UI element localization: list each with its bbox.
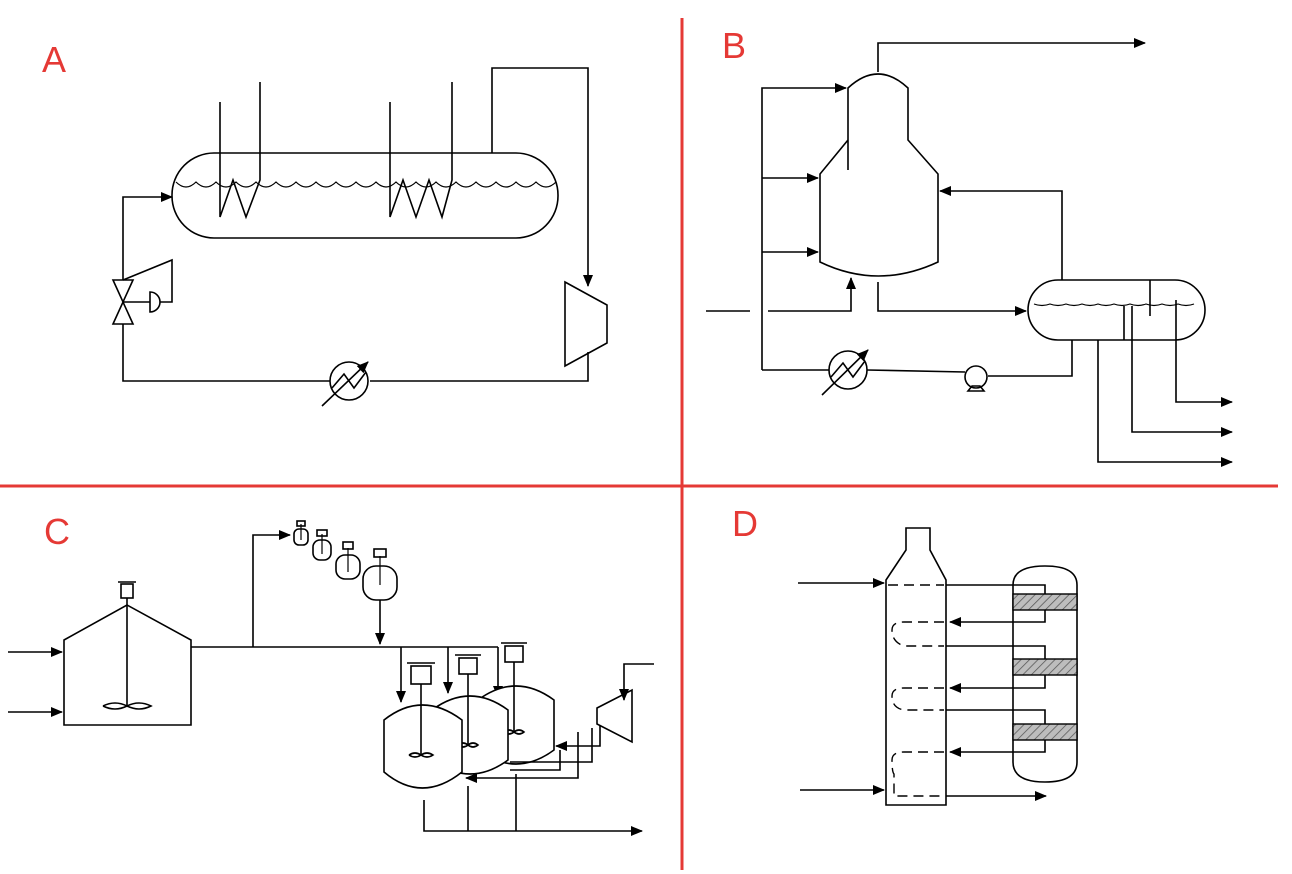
heating-coil-left (219, 82, 261, 220)
separator-vessel (1027, 279, 1206, 341)
heating-coil-right (389, 82, 453, 220)
valve-actuator (122, 258, 173, 313)
product-1 (1175, 300, 1233, 407)
small-tank-1 (293, 520, 309, 546)
small-tank-3 (335, 541, 361, 580)
tray-4 (891, 751, 944, 797)
overhead-vapor (877, 38, 1146, 72)
gas-distribution (555, 726, 601, 751)
gas-compressor (596, 688, 633, 744)
branch-to-small-tanks (252, 530, 291, 647)
quadrant-label-a: A (42, 39, 66, 80)
recycle-to-header (866, 369, 966, 373)
gas-distribution-2 (510, 728, 593, 763)
tray-3 (891, 687, 944, 711)
reflux-line (939, 186, 1063, 280)
reactor-1 (383, 662, 463, 789)
bottom-feed (768, 277, 856, 312)
side-draw-3 (946, 709, 1046, 724)
mixing-tank-motor (120, 583, 134, 599)
reactor-outlet-header (423, 800, 643, 836)
quadrant-b-column-system (706, 38, 1233, 467)
mixing-tank-impeller (102, 702, 153, 710)
quadrant-d-reactive-column (798, 527, 1078, 806)
evaporator-vessel (171, 152, 559, 239)
tray-2 (891, 621, 944, 647)
mixing-tank (63, 604, 192, 726)
pump-base (966, 385, 986, 392)
condenser-adjust-arrow (321, 361, 369, 407)
small-tank-2 (312, 529, 332, 561)
catalyst-bed-3 (1012, 723, 1078, 741)
gas-distribution-4 (510, 750, 561, 771)
quadrant-label-d: D (732, 503, 758, 544)
gas-distribution-3 (465, 732, 579, 783)
column-bottoms (877, 282, 1027, 316)
condenser-line-left (122, 322, 330, 382)
quadrant-label-b: B (722, 25, 746, 66)
pump (964, 365, 988, 389)
valve-inlet-line (122, 192, 173, 280)
condenser-line (370, 352, 589, 382)
quadrant-c-reactor-train (8, 520, 654, 836)
gas-inlet (619, 663, 654, 701)
evaporator-liquid-level (175, 181, 557, 188)
tall-column (885, 527, 947, 806)
catalyst-bed-2 (1012, 658, 1078, 676)
distillation-column (819, 73, 939, 277)
side-reactor (1012, 565, 1078, 783)
product-2 (1123, 306, 1232, 432)
side-return-1 (949, 610, 1046, 627)
side-return-3 (949, 740, 1046, 757)
side-draw-2 (946, 645, 1046, 659)
vapor-line (491, 67, 593, 287)
small-tank-4 (362, 548, 398, 601)
feed-heater-arrow (821, 349, 869, 396)
quadrant-label-c: C (44, 511, 70, 552)
side-return-2 (949, 675, 1046, 693)
product-3 (1097, 340, 1233, 467)
quadrant-a-refrigeration-loop (111, 67, 608, 407)
catalyst-bed-1 (1012, 593, 1078, 611)
side-draw-1 (946, 584, 1046, 594)
recycle-line (988, 340, 1073, 377)
separator-level (1033, 303, 1195, 307)
feed-header (761, 83, 847, 370)
compressor (564, 280, 608, 368)
